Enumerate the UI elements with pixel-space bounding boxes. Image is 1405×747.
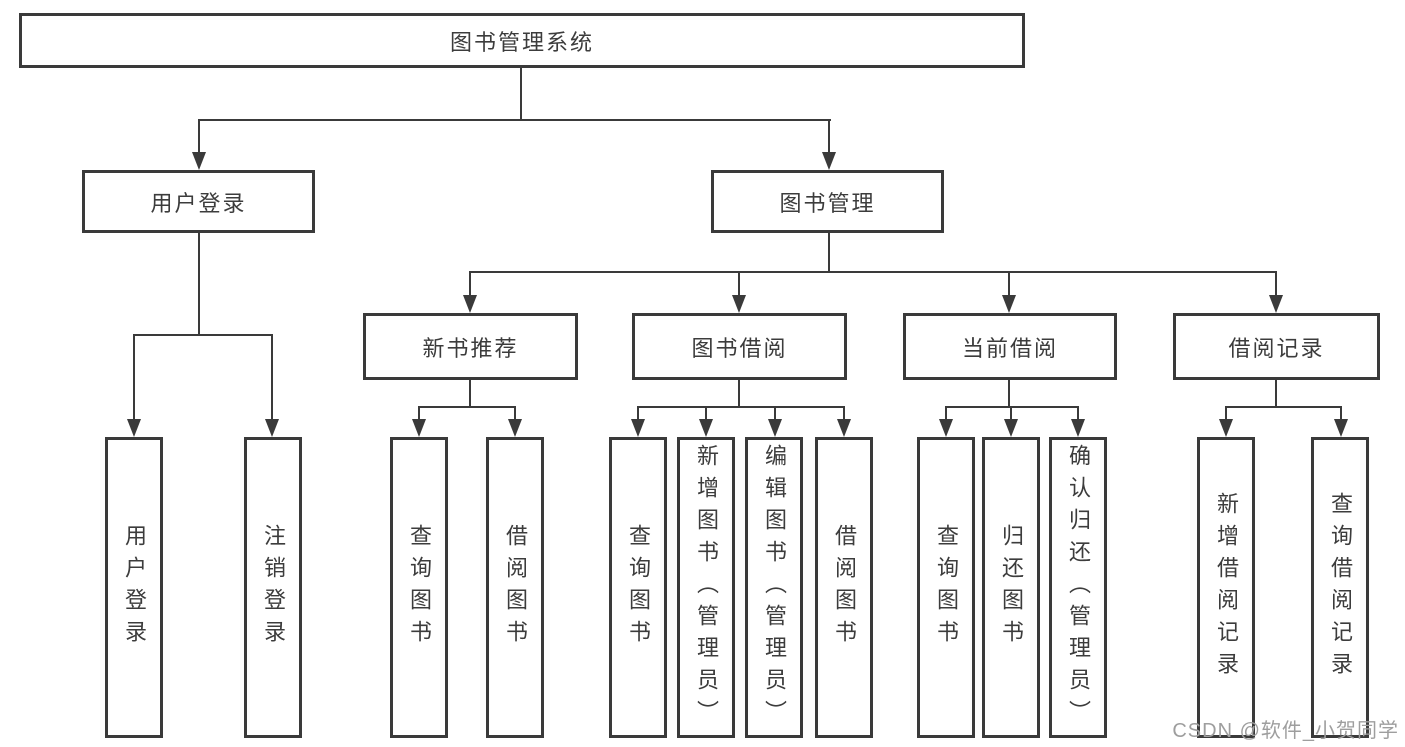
node-current-borrow-label: 当前借阅 bbox=[961, 335, 1058, 361]
leaf-borrow-books-recommend: 借阅图书 bbox=[486, 437, 544, 738]
connector-drop-level3 bbox=[1008, 271, 1010, 297]
connector-drop-leaf bbox=[271, 334, 273, 420]
connector-drop-level3 bbox=[738, 271, 740, 297]
connector-drop-leaf bbox=[1077, 406, 1079, 421]
node-borrow-records: 借阅记录 bbox=[1173, 313, 1380, 380]
arrow-down-icon bbox=[508, 419, 522, 437]
arrow-down-icon bbox=[837, 419, 851, 437]
csdn-watermark: CSDN @软件_小贺同学 bbox=[1172, 720, 1399, 742]
leaf-confirm-return-admin-label: 确认归还（管理员） bbox=[1066, 443, 1091, 732]
arrow-down-icon bbox=[732, 295, 746, 313]
node-root-library-system: 图书管理系统 bbox=[19, 13, 1025, 68]
connector-level2-rail bbox=[198, 119, 831, 121]
arrow-down-icon bbox=[939, 419, 953, 437]
node-user-login-label: 用户登录 bbox=[150, 190, 247, 216]
arrow-down-icon bbox=[127, 419, 141, 437]
connector-borrow-rail bbox=[637, 406, 845, 408]
connector-root-stem bbox=[520, 68, 522, 120]
connector-drop-user-login bbox=[198, 119, 200, 154]
leaf-borrow-books: 借阅图书 bbox=[815, 437, 873, 738]
node-new-book-recommend-label: 新书推荐 bbox=[422, 335, 519, 361]
leaf-query-borrow-record: 查询借阅记录 bbox=[1311, 437, 1369, 738]
connector-current-rail bbox=[945, 406, 1079, 408]
arrow-down-icon bbox=[265, 419, 279, 437]
connector-borrow-stem bbox=[738, 380, 740, 408]
connector-drop-leaf bbox=[418, 406, 420, 421]
leaf-query-books-current: 查询图书 bbox=[917, 437, 975, 738]
connector-current-stem bbox=[1008, 380, 1010, 408]
connector-drop-leaf bbox=[1340, 406, 1342, 421]
node-current-borrow: 当前借阅 bbox=[903, 313, 1117, 380]
node-book-borrow-label: 图书借阅 bbox=[691, 335, 788, 361]
connector-records-rail bbox=[1225, 406, 1342, 408]
leaf-query-books-borrow: 查询图书 bbox=[609, 437, 667, 738]
arrow-down-icon bbox=[1334, 419, 1348, 437]
arrow-down-icon bbox=[412, 419, 426, 437]
connector-drop-leaf bbox=[1010, 406, 1012, 421]
connector-drop-leaf bbox=[133, 334, 135, 420]
connector-drop-level3 bbox=[469, 271, 471, 297]
arrow-down-icon bbox=[192, 152, 206, 170]
connector-drop-leaf bbox=[774, 406, 776, 421]
connector-recommend-stem bbox=[469, 380, 471, 408]
leaf-logout: 注销登录 bbox=[244, 437, 302, 738]
connector-drop-level3 bbox=[1275, 271, 1277, 297]
leaf-user-login-label: 用户登录 bbox=[122, 523, 147, 652]
leaf-add-borrow-record-label: 新增借阅记录 bbox=[1214, 491, 1239, 684]
leaf-logout-label: 注销登录 bbox=[261, 523, 286, 652]
connector-recommend-rail bbox=[418, 406, 516, 408]
connector-user-login-stem bbox=[198, 233, 200, 335]
connector-drop-leaf bbox=[637, 406, 639, 421]
node-root-label: 图书管理系统 bbox=[449, 29, 594, 55]
leaf-return-book-label: 归还图书 bbox=[999, 523, 1024, 652]
leaf-borrow-books-label: 借阅图书 bbox=[832, 523, 857, 652]
leaf-add-book-admin-label: 新增图书（管理员） bbox=[694, 443, 719, 732]
leaf-query-borrow-record-label: 查询借阅记录 bbox=[1328, 491, 1353, 684]
leaf-confirm-return-admin: 确认归还（管理员） bbox=[1049, 437, 1107, 738]
arrow-down-icon bbox=[1002, 295, 1016, 313]
leaf-user-login: 用户登录 bbox=[105, 437, 163, 738]
connector-drop-leaf bbox=[1225, 406, 1227, 421]
leaf-query-books-recommend-label: 查询图书 bbox=[407, 523, 432, 652]
leaf-query-books-borrow-label: 查询图书 bbox=[626, 523, 651, 652]
arrow-down-icon bbox=[768, 419, 782, 437]
node-book-borrow: 图书借阅 bbox=[632, 313, 847, 380]
arrow-down-icon bbox=[1219, 419, 1233, 437]
leaf-add-book-admin: 新增图书（管理员） bbox=[677, 437, 735, 738]
connector-drop-leaf bbox=[514, 406, 516, 421]
connector-level3-rail bbox=[469, 271, 1277, 273]
node-user-login: 用户登录 bbox=[82, 170, 315, 233]
leaf-add-borrow-record: 新增借阅记录 bbox=[1197, 437, 1255, 738]
node-book-management-label: 图书管理 bbox=[779, 190, 876, 216]
arrow-down-icon bbox=[1071, 419, 1085, 437]
node-borrow-records-label: 借阅记录 bbox=[1228, 335, 1325, 361]
leaf-borrow-books-recommend-label: 借阅图书 bbox=[503, 523, 528, 652]
leaf-query-books-current-label: 查询图书 bbox=[934, 523, 959, 652]
connector-drop-leaf bbox=[843, 406, 845, 421]
connector-records-stem bbox=[1275, 380, 1277, 408]
leaf-edit-book-admin-label: 编辑图书（管理员） bbox=[762, 443, 787, 732]
connector-drop-leaf bbox=[705, 406, 707, 421]
leaf-query-books-recommend: 查询图书 bbox=[390, 437, 448, 738]
leaf-return-book: 归还图书 bbox=[982, 437, 1040, 738]
leaf-edit-book-admin: 编辑图书（管理员） bbox=[745, 437, 803, 738]
node-new-book-recommend: 新书推荐 bbox=[363, 313, 578, 380]
connector-drop-book-management bbox=[828, 119, 830, 154]
node-book-management: 图书管理 bbox=[711, 170, 944, 233]
arrow-down-icon bbox=[631, 419, 645, 437]
arrow-down-icon bbox=[699, 419, 713, 437]
arrow-down-icon bbox=[1004, 419, 1018, 437]
arrow-down-icon bbox=[1269, 295, 1283, 313]
arrow-down-icon bbox=[463, 295, 477, 313]
connector-user-login-rail bbox=[133, 334, 273, 336]
connector-book-management-stem bbox=[828, 233, 830, 273]
arrow-down-icon bbox=[822, 152, 836, 170]
connector-drop-leaf bbox=[945, 406, 947, 421]
